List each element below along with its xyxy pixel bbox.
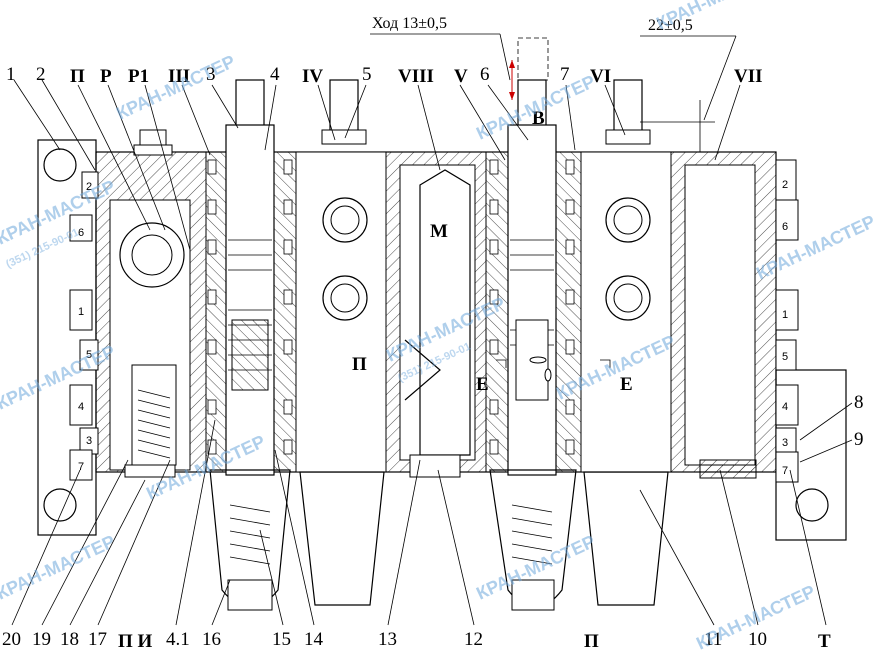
label-12: 12	[464, 629, 483, 650]
spool-2	[489, 37, 577, 611]
label-6: 6	[480, 64, 490, 85]
tie-bolts-left	[69, 171, 99, 481]
label-9: 9	[854, 429, 864, 450]
label-1: 1	[6, 64, 16, 85]
label-section-iv: IV	[302, 66, 323, 87]
bolt-label: 2	[782, 179, 788, 191]
label-11: 11	[704, 629, 722, 650]
label-7: 7	[560, 64, 570, 85]
section-iv-ports	[299, 79, 385, 606]
bolt-label: 5	[86, 349, 92, 361]
label-section-t: Т	[818, 631, 831, 652]
inner-labels: М П Е Е В	[352, 108, 633, 395]
label-17: 17	[88, 629, 107, 650]
section-vi-ports	[583, 79, 757, 606]
label-5: 5	[362, 64, 372, 85]
label-10: 10	[748, 629, 767, 650]
label-4: 4	[270, 64, 280, 85]
label-4-1: 4.1	[166, 629, 190, 650]
label-18: 18	[60, 629, 79, 650]
bolt-label: 7	[782, 465, 788, 477]
label-8: 8	[854, 392, 864, 413]
label-b: В	[532, 108, 545, 129]
label-m: М	[430, 221, 448, 242]
stroke-dimension-label: Ход 13±0,5	[372, 15, 447, 32]
label-e-right: Е	[620, 374, 633, 395]
spool-1	[209, 79, 291, 611]
label-2: 2	[36, 64, 46, 85]
watermark-brand: КРАН-МАСТЕР	[653, 0, 778, 34]
seals-spool-2	[489, 159, 575, 455]
label-section-vii: VII	[734, 66, 763, 87]
bolt-label: 6	[78, 227, 84, 239]
bolt-label: 4	[78, 401, 84, 413]
bolt-labels-right: 2 6 1 5 4 3 7	[782, 179, 788, 477]
offset-dimension-label: 22±0,5	[648, 17, 693, 34]
label-section-pi: П И	[118, 631, 153, 652]
bolt-label: 2	[86, 181, 92, 193]
top-labels: 1 2 П Р Р1 III 3 4 IV 5 VIII V 6 7 VI VI…	[6, 64, 763, 87]
label-16: 16	[202, 629, 221, 650]
seals-spool-1	[207, 159, 293, 455]
offset-dimension: 22±0,5	[640, 17, 737, 152]
check-valve-section	[399, 164, 476, 478]
bolt-label: 7	[78, 461, 84, 473]
bolt-label: 4	[782, 401, 788, 413]
label-section-vi: VI	[590, 66, 611, 87]
label-section-viii: VIII	[398, 66, 434, 87]
bolt-label: 6	[782, 221, 788, 233]
bolt-label: 5	[782, 351, 788, 363]
inlet-port	[119, 129, 185, 288]
watermark-brand: КРАН-МАСТЕР	[113, 51, 238, 123]
label-p-inner: П	[352, 354, 367, 375]
side-labels: 8 9	[854, 392, 864, 450]
label-section-v: V	[454, 66, 468, 87]
label-14: 14	[304, 629, 324, 650]
bolt-label: 1	[78, 306, 84, 318]
bolt-label: 3	[86, 435, 92, 447]
label-section-r1: Р1	[128, 66, 149, 87]
label-15: 15	[272, 629, 291, 650]
label-section-p: П	[70, 66, 85, 87]
label-20: 20	[2, 629, 21, 650]
bottom-labels: 20 19 18 17 П И 4.1 16 15 14 13 12 П 11 …	[2, 629, 831, 652]
relief-valve	[124, 364, 177, 478]
stroke-dimension: Ход 13±0,5	[370, 15, 515, 100]
bolt-label: 3	[782, 437, 788, 449]
label-19: 19	[32, 629, 51, 650]
label-3: 3	[206, 64, 216, 85]
bolt-label: 1	[782, 309, 788, 321]
label-section-p2: П	[584, 631, 599, 652]
leader-lines	[11, 79, 853, 626]
label-section-r: Р	[100, 66, 112, 87]
label-section-iii: III	[168, 66, 190, 87]
tie-bolts-right	[775, 159, 799, 483]
label-e-left: Е	[476, 374, 489, 395]
label-13: 13	[378, 629, 397, 650]
bolt-labels-left: 2 6 1 5 4 3 7	[78, 181, 92, 473]
